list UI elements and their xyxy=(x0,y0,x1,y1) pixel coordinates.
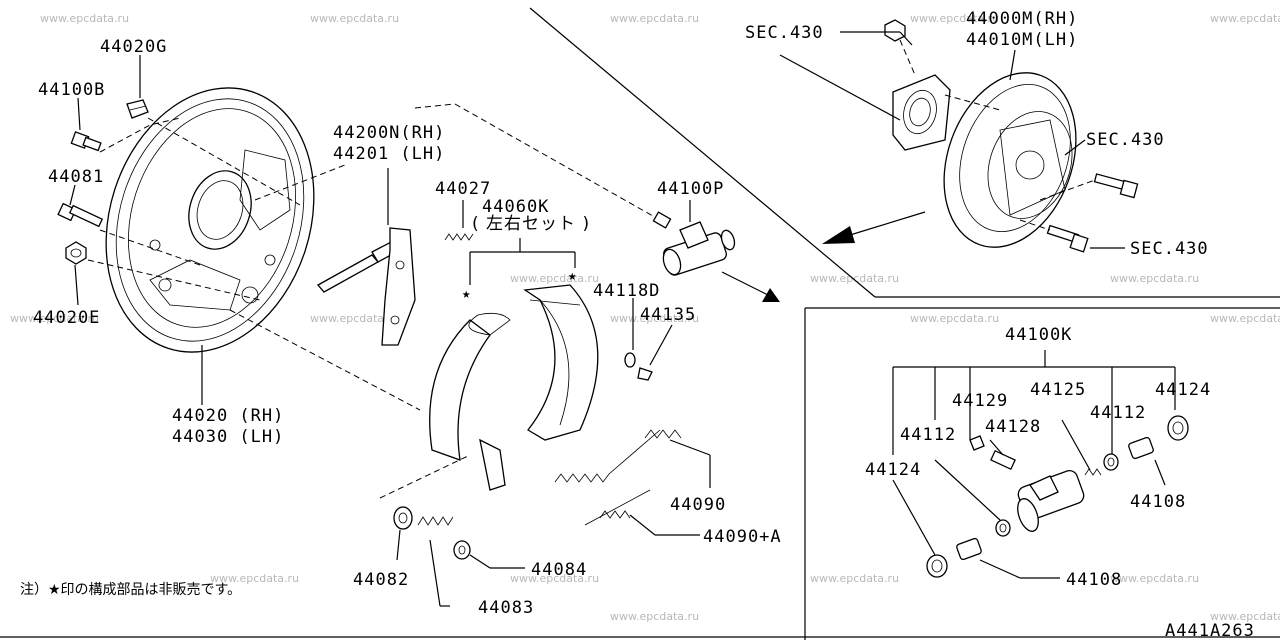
label-44112-right: 44112 xyxy=(1090,403,1146,423)
part-44100B-bolt xyxy=(70,131,102,152)
part-44027-spring xyxy=(444,233,474,241)
watermark: www.epcdata.ru xyxy=(910,12,999,25)
label-44083: 44083 xyxy=(478,598,534,618)
part-44000M-assembly xyxy=(943,72,1077,248)
watermark: www.epcdata.ru xyxy=(510,272,599,285)
label-44108-right: 44108 xyxy=(1130,492,1186,512)
label-44125: 44125 xyxy=(1030,380,1086,400)
label-44081: 44081 xyxy=(48,167,104,187)
part-44084-washer xyxy=(453,540,471,560)
label-44200N-rh: 44200N(RH) xyxy=(333,123,445,143)
label-sec430-top: SEC.430 xyxy=(745,23,824,43)
label-44108-left: 44108 xyxy=(1066,570,1122,590)
part-44060K-shoe-right xyxy=(523,284,599,441)
label-44112-left: 44112 xyxy=(900,425,956,445)
label-sec430-bot: SEC.430 xyxy=(1130,239,1209,259)
label-44060K: 44060K xyxy=(482,197,549,217)
watermark: www.epcdata.ru xyxy=(1110,272,1199,285)
label-44124-right: 44124 xyxy=(1155,380,1211,400)
label-sec430-mid: SEC.430 xyxy=(1086,130,1165,150)
part-44060K-shoe-left xyxy=(429,312,511,491)
label-44060K-sub: ( 左右セット ) xyxy=(472,214,590,234)
frame-lines xyxy=(0,7,1280,640)
star-marker: ★ xyxy=(568,268,577,284)
label-44201-lh: 44201 (LH) xyxy=(333,144,445,164)
watermark: www.epcdata.ru xyxy=(610,312,699,325)
part-44100P-wheel-cylinder xyxy=(652,211,736,276)
label-44118D: 44118D xyxy=(593,281,660,301)
part-sec430-nut xyxy=(884,19,906,42)
label-44020E: 44020E xyxy=(33,308,100,328)
label-44020G: 44020G xyxy=(100,37,167,57)
part-44090-springs xyxy=(554,429,682,526)
leader-lines-right-top xyxy=(779,31,1125,249)
label-44082: 44082 xyxy=(353,570,409,590)
watermark: www.epcdata.ru xyxy=(310,12,399,25)
watermark: www.epcdata.ru xyxy=(910,312,999,325)
backing-plate xyxy=(105,87,315,353)
part-sec430-bolt-upper xyxy=(1093,173,1139,199)
part-44200N-adjuster xyxy=(316,227,416,346)
watermark: www.epcdata.ru xyxy=(610,610,699,623)
watermark: www.epcdata.ru xyxy=(210,572,299,585)
arrow-icons xyxy=(721,211,926,302)
watermark: www.epcdata.ru xyxy=(1210,610,1280,623)
label-44084: 44084 xyxy=(531,560,587,580)
watermark: www.epcdata.ru xyxy=(1210,312,1280,325)
watermark: www.epcdata.ru xyxy=(1210,12,1280,25)
label-44010M-lh: 44010M(LH) xyxy=(966,30,1078,50)
part-44020G-grommet xyxy=(126,99,149,119)
label-44000M-rh: 44000M(RH) xyxy=(966,9,1078,29)
leader-lines-labels xyxy=(69,55,711,607)
watermark: www.epcdata.ru xyxy=(510,572,599,585)
label-44090A: 44090+A xyxy=(703,527,782,547)
label-44128: 44128 xyxy=(985,417,1041,437)
watermark: www.epcdata.ru xyxy=(810,572,899,585)
label-44100P: 44100P xyxy=(657,179,724,199)
label-44030-lh: 44030 (LH) xyxy=(172,427,284,447)
bracket-44060K xyxy=(469,238,576,285)
part-44082-boot xyxy=(393,506,413,530)
watermark: www.epcdata.ru xyxy=(40,12,129,25)
watermark-layer: www.epcdata.ru www.epcdata.ru www.epcdat… xyxy=(10,12,1280,623)
label-44100B: 44100B xyxy=(38,80,105,100)
label-44129: 44129 xyxy=(952,391,1008,411)
part-axle-flange xyxy=(892,74,951,151)
label-44090: 44090 xyxy=(670,495,726,515)
part-sec430-bolt-lower xyxy=(1046,224,1089,253)
part-44135-clip xyxy=(637,367,653,381)
part-labels: 44020G 44100B 44081 44020E 44020 (RH) 44… xyxy=(20,9,1255,640)
star-marker: ★ xyxy=(462,286,471,302)
watermark: www.epcdata.ru xyxy=(310,312,399,325)
footnote: 注）★印の構成部品は非販売です。 xyxy=(20,582,241,598)
watermark: www.epcdata.ru xyxy=(610,12,699,25)
inset-kit-44100K xyxy=(892,350,1189,579)
part-44083-spring xyxy=(417,516,454,526)
watermark: www.epcdata.ru xyxy=(1110,572,1199,585)
label-44100K: 44100K xyxy=(1005,325,1072,345)
label-44124-left: 44124 xyxy=(865,460,921,480)
watermark: www.epcdata.ru xyxy=(10,312,99,325)
label-44135: 44135 xyxy=(640,305,696,325)
part-44020E-nut xyxy=(65,241,87,265)
part-44118D-clip xyxy=(624,352,636,368)
diagram-code: A441A263 xyxy=(1165,621,1255,640)
label-44027: 44027 xyxy=(435,179,491,199)
part-44081-bolt xyxy=(57,202,104,228)
leader-lines-left xyxy=(87,103,661,499)
label-44020-rh: 44020 (RH) xyxy=(172,406,284,426)
watermark: www.epcdata.ru xyxy=(810,272,899,285)
